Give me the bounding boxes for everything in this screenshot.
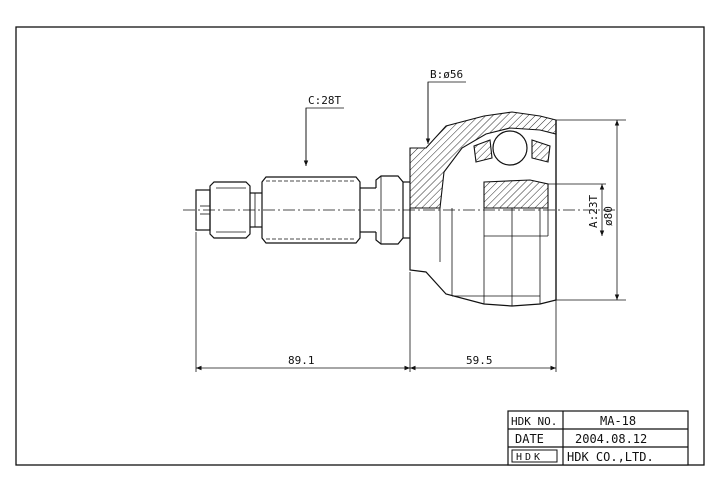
callout-spline-a: A:23T [587,195,600,228]
company-logo-text: HDK [516,452,543,463]
drawing-frame [15,26,705,466]
title-part-no-label: HDK NO. [511,415,557,428]
shaft-thread [209,181,251,239]
housing-section-hatched [409,111,557,209]
title-date-value: 2004.08.12 [575,432,647,446]
inner-race-hatched [483,179,549,209]
callout-diameter-b: B:ø56 [430,68,463,81]
callout-spline-c: C:28T [308,94,341,107]
title-company: HDK CO.,LTD. [567,450,654,464]
outer-housing [409,111,557,307]
title-block: HDK NO. MA-18 DATE 2004.08.12 HDK HDK CO… [507,410,689,466]
company-logo [511,449,558,463]
shaft [195,175,410,245]
ball [492,130,528,166]
dim-length-housing: 59.5 [466,354,493,367]
title-date-label: DATE [515,432,544,446]
dim-length-shaft: 89.1 [288,354,315,367]
title-part-no-value: MA-18 [600,414,636,428]
shaft-spline-c [261,176,361,244]
callout-diameter-outer: ø80 [602,206,615,226]
